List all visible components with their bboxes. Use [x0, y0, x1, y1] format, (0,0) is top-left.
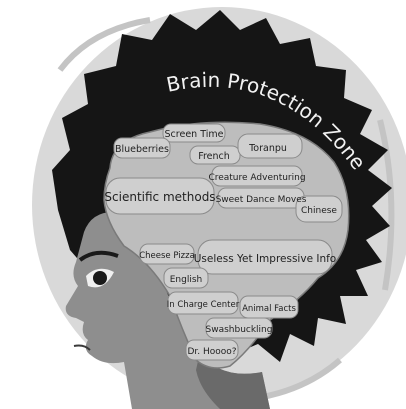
region-label: Swashbuckling	[206, 325, 273, 335]
region-label: Dr. Hoooo?	[187, 347, 236, 357]
region-label: French	[198, 151, 230, 162]
region-label: Animal Facts	[242, 304, 296, 314]
region-label: Cheese Pizza	[139, 251, 195, 261]
region-label: In Charge Center	[167, 300, 240, 310]
region-label: Screen Time	[165, 129, 224, 140]
region-label: English	[170, 275, 203, 285]
region-label: Blueberries	[115, 144, 169, 155]
region-label: Sweet Dance Moves	[216, 195, 307, 205]
region-label: Toranpu	[248, 143, 287, 154]
region-label: Creature Adventuring	[208, 173, 305, 183]
region-label: Scientific methods	[104, 190, 215, 204]
region-label: Useless Yet Impressive Info	[194, 253, 336, 265]
region-label: Chinese	[301, 206, 337, 216]
pupil	[93, 271, 107, 285]
